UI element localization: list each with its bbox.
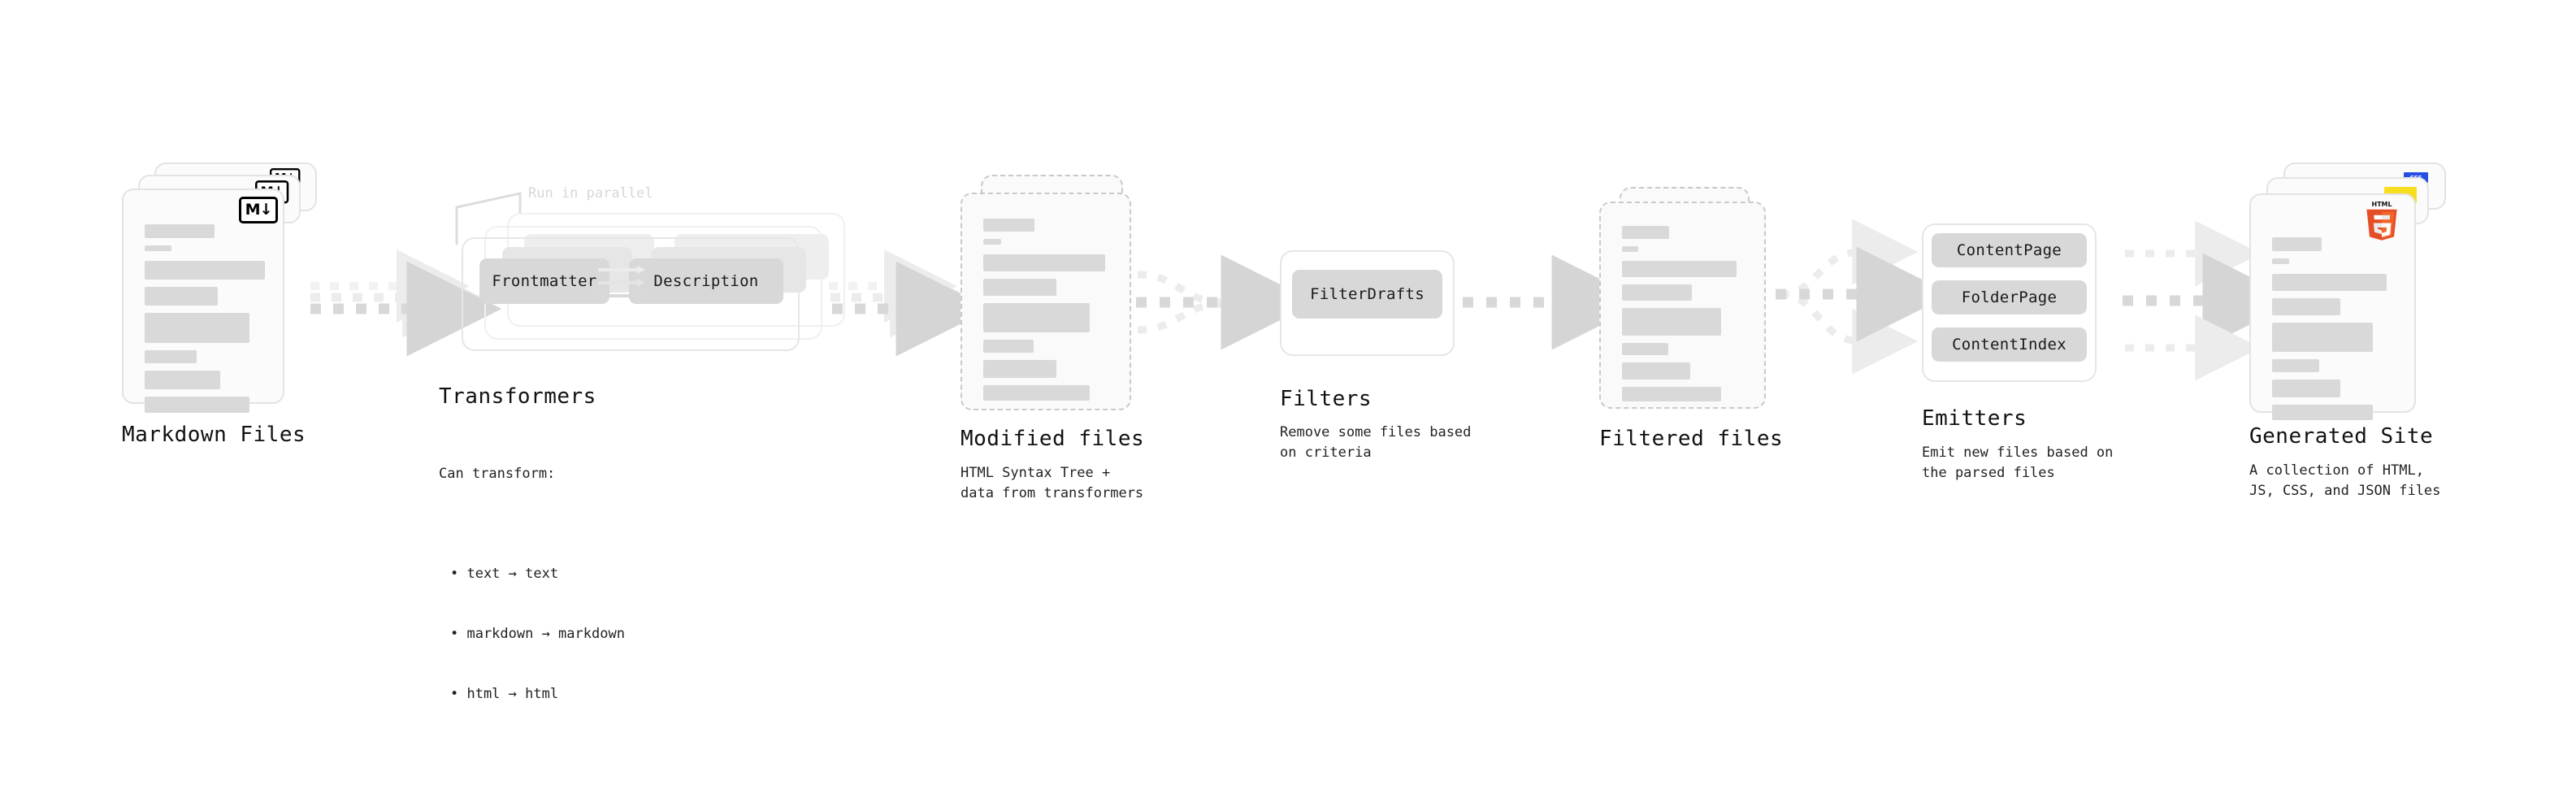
transformers-caption-lead: Can transform: [439,466,556,483]
placeholder-line [2272,405,2373,420]
diagram-canvas: M↓ M↓ M↓ Markdown Files Run in par [122,163,2452,702]
placeholder-line [2272,237,2322,251]
transformers-bullet-item: • markdown → markdown [450,626,625,643]
transformers-bullet-list: • text → text • markdown → markdown • ht… [439,524,625,744]
placeholder-line [983,360,1057,378]
connector-md-to-transformers [310,249,502,357]
markdown-icon: M↓ [239,197,278,223]
placeholder-line [2272,323,2373,352]
placeholder-line [1622,226,1670,239]
stage-title-generated-site: Generated Site [2249,424,2434,449]
stage-title-transformers: Transformers [439,384,596,409]
placeholder-line [2272,298,2341,315]
placeholder-line [2272,379,2341,397]
placeholder-line [145,287,219,306]
emitter-chip-contentpage[interactable]: ContentPage [1932,233,2087,267]
filtered-file-placeholder-lines [1622,226,1746,409]
emitter-chip-contentindex[interactable]: ContentIndex [1932,327,2087,362]
connector-filtered-to-emitters [1776,219,1952,375]
emitter-chip-folderpage[interactable]: FolderPage [1932,280,2087,314]
connector-modified-to-filters [1136,254,1316,350]
placeholder-line [983,279,1057,296]
placeholder-line [145,245,171,251]
markdown-file-stack: M↓ M↓ M↓ [122,163,317,431]
stage-caption-modified-files: HTML Syntax Tree + data from transformer… [961,465,1144,501]
stage-caption-filters: Remove some files based on criteria [1280,424,1472,461]
markdown-file-placeholder-lines [145,224,265,420]
placeholder-line [2272,359,2320,372]
stage-caption-transformers: Can transform: • text → text • markdown … [439,424,625,785]
transformer-inner-arrows [598,266,645,300]
placeholder-line [1622,284,1692,301]
stage-title-emitters: Emitters [1922,406,2027,431]
run-in-parallel-label: Run in parallel [528,185,653,202]
modified-file-stack [961,175,1147,435]
placeholder-line [983,239,1002,245]
placeholder-line [983,303,1091,332]
html5-icon-svg: HTML [2366,201,2397,241]
filter-chip-filterdrafts[interactable]: FilterDrafts [1292,270,1442,319]
placeholder-line [145,313,249,343]
stage-caption-generated-site: A collection of HTML, JS, CSS, and JSON … [2249,462,2441,499]
placeholder-line [145,397,249,413]
connector-emitters-to-site [2123,220,2298,381]
placeholder-line [983,340,1034,353]
transformer-chip-description[interactable]: Description [629,258,783,304]
placeholder-line [983,385,1091,401]
modified-file-placeholder-lines [983,219,1112,408]
placeholder-line [983,254,1106,271]
transformers-box-front[interactable] [462,237,800,351]
placeholder-line [145,350,197,363]
placeholder-line [1622,387,1722,401]
placeholder-line [145,261,265,280]
generated-site-placeholder-lines [2272,237,2396,427]
filtered-file-stack [1599,187,1786,431]
placeholder-line [1622,343,1668,355]
transformers-bullet-item: • html → html [450,686,559,703]
stage-title-filtered-files: Filtered files [1599,427,1784,451]
stage-caption-emitters: Emit new files based on the parsed files [1922,445,2114,481]
stage-filtered-files: Filtered files [1599,187,1786,451]
stage-title-markdown-files: Markdown Files [122,423,306,447]
transformer-chip-frontmatter[interactable]: Frontmatter [479,258,609,304]
placeholder-line [983,219,1035,232]
placeholder-line [2272,274,2387,291]
stage-modified-files: Modified files HTML Syntax Tree + data f… [961,175,1147,501]
filtered-file-card-front[interactable] [1599,202,1766,409]
placeholder-line [2272,258,2290,264]
stage-title-modified-files: Modified files [961,427,1145,451]
placeholder-line [1622,246,1638,252]
placeholder-line [145,224,215,238]
transformers-bullet-item: • text → text [450,566,559,583]
placeholder-line [1622,308,1722,336]
placeholder-line [145,371,221,389]
html5-icon: HTML [2363,199,2400,241]
modified-file-card-front[interactable] [961,193,1131,410]
html5-icon-wordmark: HTML [2371,201,2392,208]
stage-title-filters: Filters [1280,387,1373,411]
placeholder-line [1622,261,1737,277]
stage-generated-site: CSS HTML [2249,163,2452,499]
generated-site-stack: CSS HTML [2249,163,2452,431]
placeholder-line [1622,362,1691,379]
markdown-file-card-front[interactable] [122,189,284,413]
stage-markdown-files: M↓ M↓ M↓ Markdown Files [122,163,317,447]
